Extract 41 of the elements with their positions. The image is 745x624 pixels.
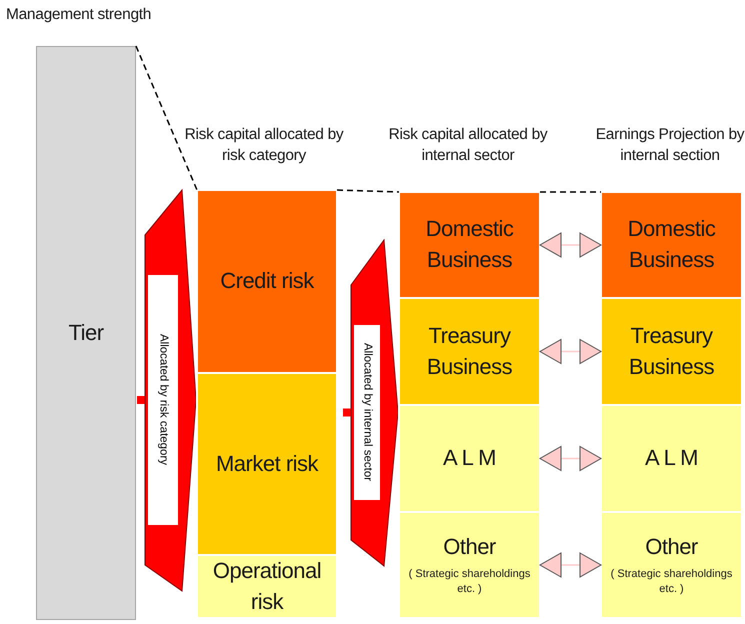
double-arrow — [540, 232, 602, 258]
category-block — [197, 373, 337, 555]
block-arrow — [137, 189, 196, 592]
block-note: ( Strategic shareholdings etc. ) — [408, 567, 532, 598]
block-label: A L M — [443, 444, 496, 472]
category-block — [399, 405, 540, 512]
block-arrow — [343, 239, 398, 567]
column-heading: Risk capital allocated by risk category — [184, 125, 344, 166]
edge-label: Allocated by internal sector — [354, 325, 380, 500]
double-arrow — [540, 552, 602, 578]
tier-bar — [36, 46, 136, 620]
double-arrow — [540, 339, 602, 364]
block-note: ( Strategic shareholdings etc. ) — [610, 567, 734, 598]
column-heading: Risk capital allocated by internal sector — [388, 125, 548, 166]
block-label: Domestic Business — [626, 215, 716, 274]
block-label: Tier — [68, 318, 104, 347]
dashed-line — [135, 46, 198, 190]
category-block — [399, 298, 540, 405]
column-heading: Earnings Projection by internal section — [594, 125, 745, 166]
category-block — [399, 192, 540, 298]
block-label: Treasury Business — [628, 322, 716, 380]
category-block — [399, 512, 540, 618]
double-arrow — [540, 446, 602, 471]
block-label: Treasury Business — [426, 322, 514, 380]
caption-text: Management strength — [6, 6, 152, 24]
category-block — [197, 190, 337, 373]
dashed-line — [336, 189, 400, 193]
block-label: A L M — [645, 444, 698, 472]
edge-label: Allocated by risk category — [148, 275, 178, 525]
block-label: Credit risk — [220, 267, 314, 296]
dashed-line — [540, 191, 601, 193]
category-block — [601, 512, 742, 618]
category-block — [601, 192, 742, 298]
block-label: Operational risk — [212, 556, 322, 616]
category-block — [601, 405, 742, 512]
block-label: Market risk — [216, 450, 318, 478]
category-block — [197, 555, 337, 618]
block-label: Other — [443, 533, 496, 562]
block-label: Domestic Business — [424, 215, 514, 274]
category-block — [601, 298, 742, 405]
block-label: Other — [645, 533, 698, 562]
